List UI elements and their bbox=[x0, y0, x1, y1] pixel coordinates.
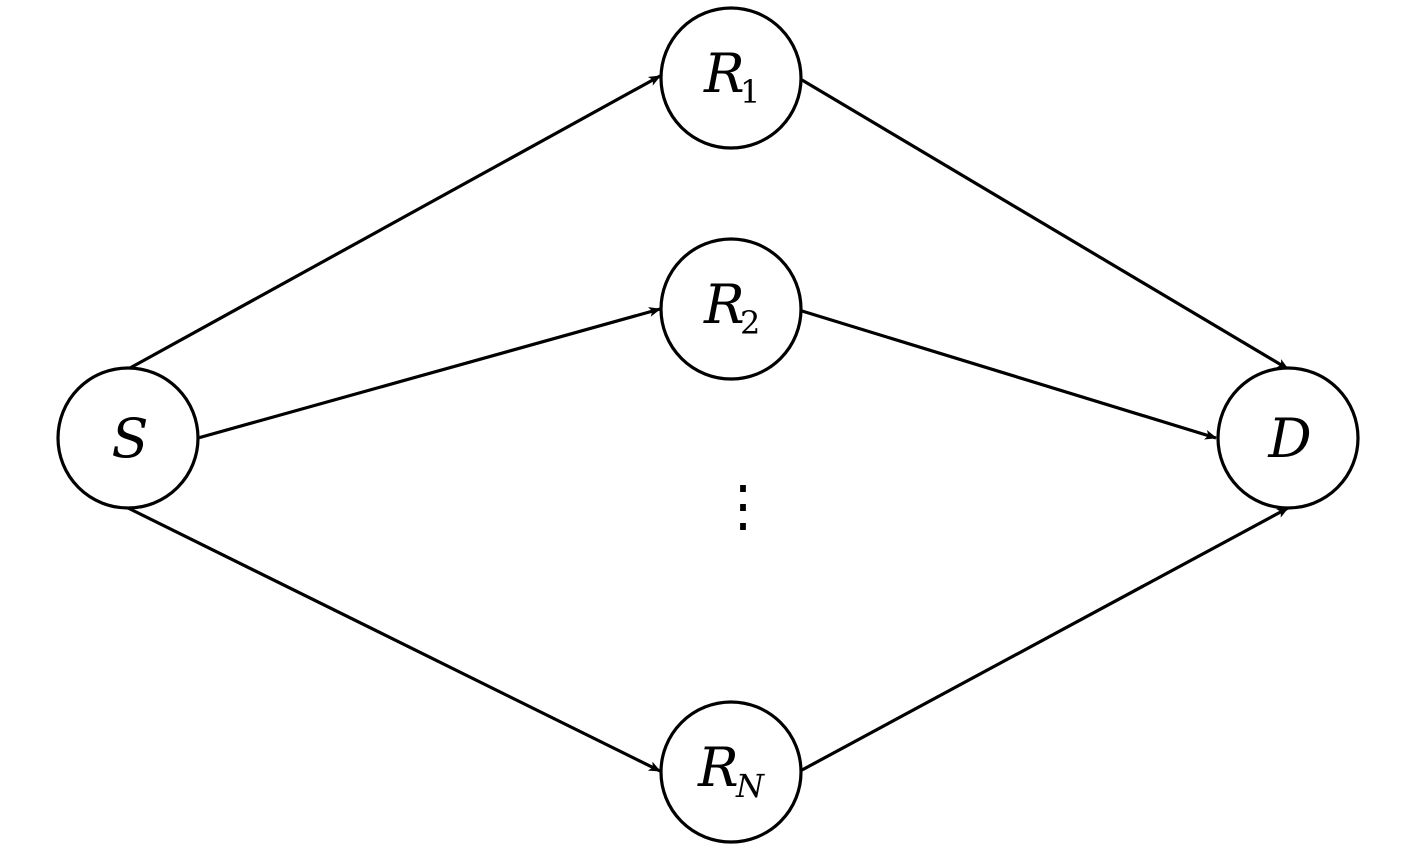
relay-ellipsis: ⋮ bbox=[715, 474, 771, 539]
edge-relay-2-to-destination bbox=[801, 309, 1217, 440]
node-relay-2: R 2 bbox=[659, 237, 803, 381]
edges bbox=[127, 74, 1289, 773]
node-relay-n-subscript: N bbox=[735, 767, 765, 805]
edge-relay-n-to-destination bbox=[801, 506, 1289, 772]
edge-source-to-relay-1 bbox=[129, 74, 661, 370]
edge-relay-1-to-destination bbox=[801, 78, 1289, 371]
node-destination-circle bbox=[1216, 366, 1360, 510]
node-relay-2-subscript: 2 bbox=[740, 304, 760, 342]
node-relay-n-label: R bbox=[697, 736, 739, 799]
node-destination: D bbox=[1216, 366, 1360, 510]
node-destination-label: D bbox=[1267, 407, 1311, 470]
node-relay-1-label: R bbox=[703, 42, 745, 105]
node-relay-2-label: R bbox=[703, 273, 745, 336]
node-relay-n: R N bbox=[659, 700, 803, 844]
node-relay-1-circle bbox=[659, 6, 803, 150]
node-relay-2-circle bbox=[659, 237, 803, 381]
node-source: S bbox=[56, 366, 200, 510]
node-relay-1-subscript: 1 bbox=[740, 73, 760, 111]
node-source-circle bbox=[56, 366, 200, 510]
node-relay-1: R 1 bbox=[659, 6, 803, 150]
node-relay-n-circle bbox=[659, 700, 803, 844]
edge-source-to-relay-n bbox=[127, 506, 661, 773]
edge-source-to-relay-2 bbox=[197, 307, 661, 440]
node-source-label: S bbox=[112, 407, 149, 470]
